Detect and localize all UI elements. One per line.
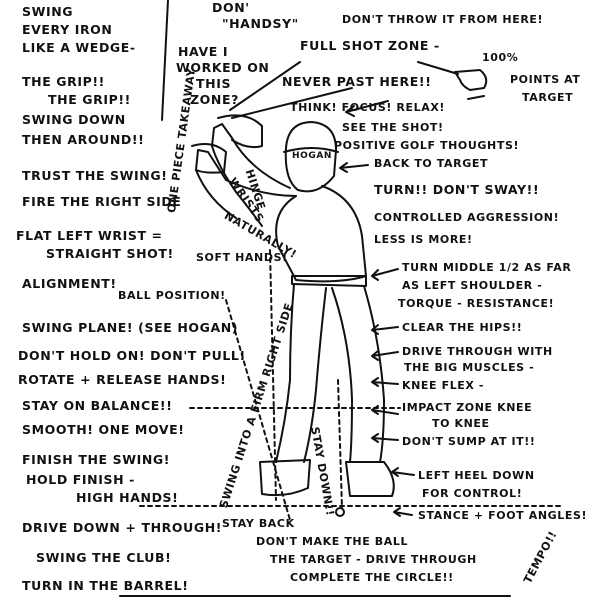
note: KNEE FLEX - xyxy=(402,379,485,392)
note: DON' xyxy=(212,0,250,15)
note: THE GRIP!! xyxy=(48,92,131,107)
note: IMPACT ZONE KNEE xyxy=(402,401,533,414)
left-arm xyxy=(211,123,291,227)
note: NEVER PAST HERE!! xyxy=(282,74,432,89)
note: FLAT LEFT WRIST = xyxy=(16,228,163,243)
note: STRAIGHT SHOT! xyxy=(46,246,174,261)
arrow xyxy=(371,268,399,281)
right-arm xyxy=(195,149,297,219)
note: BACK TO TARGET xyxy=(374,157,489,170)
dashed-line xyxy=(225,299,291,521)
note: TURN IN THE BARREL! xyxy=(22,578,189,593)
golf-ball xyxy=(335,507,345,517)
note: "HANDSY" xyxy=(222,16,299,31)
left-leg-inner xyxy=(303,287,327,463)
note: HIGH HANDS! xyxy=(76,490,179,505)
note: ROTATE + RELEASE HANDS! xyxy=(18,372,227,387)
note: HOLD FINISH - xyxy=(26,472,135,487)
note: DON'T HOLD ON! DON'T PULL! xyxy=(18,348,246,363)
note: EVERY IRON xyxy=(22,22,113,37)
note: WORKED ON xyxy=(176,60,270,75)
arrow xyxy=(371,350,399,361)
arrow xyxy=(371,433,399,443)
note: TURN!! DON'T SWAY!! xyxy=(374,182,540,197)
note: SWING THE CLUB! xyxy=(36,550,172,565)
hand-grip xyxy=(191,143,227,174)
hands xyxy=(217,114,263,149)
note: COMPLETE THE CIRCLE!! xyxy=(290,571,454,584)
right-shoe xyxy=(345,461,395,497)
note: TORQUE - RESISTANCE! xyxy=(398,297,555,310)
cap-label: HOGAN xyxy=(292,151,333,161)
cap-brim xyxy=(283,147,339,153)
arrow xyxy=(371,324,399,335)
note: FIRE THE RIGHT SIDE xyxy=(22,194,182,209)
note: ZONE? xyxy=(190,92,239,107)
note: POSITIVE GOLF THOUGHTS! xyxy=(334,139,520,152)
arrow xyxy=(371,405,399,415)
arrow xyxy=(345,100,389,117)
note: TARGET xyxy=(522,91,574,104)
plane-line xyxy=(231,87,353,119)
note: THE TARGET - DRIVE THROUGH xyxy=(270,553,477,566)
note: CONTROLLED AGGRESSION! xyxy=(374,211,560,224)
club-head xyxy=(454,69,488,91)
note: STAY BACK xyxy=(222,517,295,530)
note: DRIVE THROUGH WITH xyxy=(402,345,553,358)
note: SWING PLANE! (SEE HOGAN) xyxy=(22,320,239,335)
note: TRUST THE SWING! xyxy=(22,168,168,183)
note: LEFT HEEL DOWN xyxy=(418,469,535,482)
note: THE BIG MUSCLES - xyxy=(404,361,535,374)
head xyxy=(284,121,337,193)
arrow xyxy=(339,162,369,173)
note: FINISH THE SWING! xyxy=(22,452,171,467)
note: LESS IS MORE! xyxy=(374,233,473,246)
note: TURN MIDDLE 1/2 AS FAR xyxy=(402,261,572,274)
note: STANCE + FOOT ANGLES! xyxy=(418,509,588,522)
note: DON'T MAKE THE BALL xyxy=(256,535,409,548)
note: POINTS AT xyxy=(510,73,581,86)
dashed-line xyxy=(337,379,343,509)
note: SWING xyxy=(22,4,74,19)
torso xyxy=(275,185,367,283)
note: DON'T SUMP AT IT!! xyxy=(402,435,536,448)
note: FULL SHOT ZONE - xyxy=(300,38,440,53)
note: TO KNEE xyxy=(432,417,490,430)
note: BALL POSITION! xyxy=(118,289,226,302)
right-leg-outer xyxy=(363,285,385,463)
note: 100% xyxy=(482,51,519,64)
note: THEN AROUND!! xyxy=(22,132,145,147)
note: SMOOTH! ONE MOVE! xyxy=(22,422,185,437)
left-leg xyxy=(275,283,295,463)
note: FOR CONTROL! xyxy=(422,487,523,500)
note: ALIGNMENT! xyxy=(22,276,117,291)
arrow xyxy=(391,467,415,477)
arrow xyxy=(393,507,413,517)
right-leg xyxy=(331,287,353,463)
note: SEE THE SHOT! xyxy=(342,121,444,134)
note: SWING DOWN xyxy=(22,112,126,127)
left-shoe xyxy=(259,459,311,497)
dashed-line xyxy=(269,249,277,501)
note: CLEAR THE HIPS!! xyxy=(402,321,523,334)
belt xyxy=(291,275,367,287)
note: THE GRIP!! xyxy=(22,74,105,89)
club-shaft xyxy=(161,0,169,121)
note: DRIVE DOWN + THROUGH! xyxy=(22,520,223,535)
note: HAVE I xyxy=(178,44,229,59)
note: AS LEFT SHOULDER - xyxy=(402,279,543,292)
note: THINK! FOCUS! RELAX! xyxy=(290,101,446,114)
note: DON'T THROW IT FROM HERE! xyxy=(342,13,544,26)
note: LIKE A WEDGE- xyxy=(22,40,136,55)
note: SOFT HANDS! xyxy=(196,251,288,264)
arrow xyxy=(371,377,399,387)
club-shaft-top xyxy=(417,61,459,75)
note: STAY ON BALANCE!! xyxy=(22,398,173,413)
arrow xyxy=(467,95,485,100)
note: THIS xyxy=(196,76,232,91)
plane-line xyxy=(229,61,301,111)
